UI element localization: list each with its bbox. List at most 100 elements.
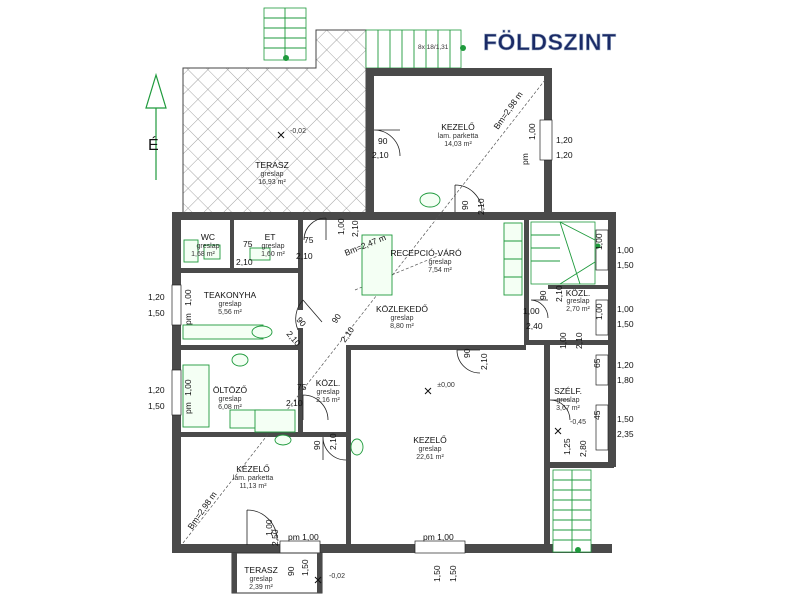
dim-oltozo-door-width: 75 bbox=[297, 382, 307, 392]
dim-kozlekedo-door-height: 2,10 bbox=[338, 325, 356, 345]
room-et-area: 1,60 m² bbox=[261, 251, 285, 258]
dim-bottom-window-b-pm: pm 1,00 bbox=[423, 532, 454, 542]
room-terasz-bottom-level: -0,02 bbox=[329, 573, 345, 580]
north-label: É bbox=[148, 135, 159, 154]
beam-line-long bbox=[182, 79, 546, 544]
dim-right-window-a1: 1,00 bbox=[617, 245, 634, 255]
room-teakonyha-area: 5,56 m² bbox=[218, 309, 242, 316]
room-kezelo-top-material: lam. parketta bbox=[438, 133, 479, 140]
dim-right-window-d-width: 45 bbox=[592, 410, 602, 420]
dim-kozl-door-b-height: 2,10 bbox=[554, 285, 564, 302]
room-terasz-bottom-area: 2,39 m² bbox=[249, 584, 273, 591]
room-kezelo-bottom-area: 11,13 m² bbox=[239, 483, 267, 490]
dim-right-window-a2: 1,50 bbox=[617, 260, 634, 270]
dim-teakonyha-window-a: 1,20 bbox=[148, 292, 165, 302]
room-kezelo-top-area: 14,03 m² bbox=[444, 141, 472, 148]
room-teakonyha-name: TEAKONYHA bbox=[204, 290, 257, 300]
dim-terrace-door-width: 90 bbox=[286, 566, 296, 576]
room-kezelo-main-level: ±0,00 bbox=[437, 382, 455, 389]
doors bbox=[246, 129, 571, 545]
room-terasz-top-area: 16,93 m² bbox=[258, 179, 286, 186]
room-wc-material: greslap bbox=[197, 243, 220, 250]
room-kozl-mid-material: greslap bbox=[317, 389, 340, 396]
dim-door-b-width: 90 bbox=[460, 200, 470, 210]
dim-door-c-height: 2,10 bbox=[350, 220, 360, 237]
dim-kezelo-door-height: 2,10 bbox=[479, 353, 489, 370]
dim-et-door-width: 75 bbox=[304, 235, 314, 245]
room-recepcio-area: 7,54 m² bbox=[428, 267, 452, 274]
dim-right-window-b2: 1,50 bbox=[617, 319, 634, 329]
room-szelf-area: 3,67 m² bbox=[556, 405, 580, 412]
dim-right-window-d2: 2,35 bbox=[617, 429, 634, 439]
dim-wc-door-height: 2,10 bbox=[236, 257, 253, 267]
room-teakonyha-material: greslap bbox=[219, 301, 242, 308]
room-terasz-bottom-name: TERASZ bbox=[244, 565, 278, 575]
dim-bottom-door-height: 2,50 bbox=[270, 529, 280, 546]
dim-right-window-d1: 1,50 bbox=[617, 414, 634, 424]
room-et-name: ET bbox=[265, 232, 276, 242]
windows bbox=[171, 119, 609, 554]
room-terasz-top-name: TERASZ bbox=[255, 160, 289, 170]
room-wc-name: WC bbox=[201, 232, 215, 242]
dim-right-window-a-width: 1,00 bbox=[594, 233, 604, 250]
dim-bottom-window-b1: 1,50 bbox=[432, 565, 442, 582]
room-oltozo-material: greslap bbox=[219, 396, 242, 403]
dim-kozl-door-c-height: 2,10 bbox=[574, 332, 584, 349]
dim-window-width: 1,00 bbox=[527, 123, 537, 140]
room-kozl-right-area: 2,70 m² bbox=[566, 306, 590, 313]
room-kezelo-bottom-material: lam. parketta bbox=[233, 475, 274, 482]
room-recepcio-name: RECEPCIÓ-VÁRÓ bbox=[390, 248, 462, 258]
room-kozlekedo-material: greslap bbox=[391, 315, 414, 322]
room-szelf-material: greslap bbox=[557, 397, 580, 404]
dim-kozl-door-height: 2,40 bbox=[526, 321, 543, 331]
page-title: FÖLDSZINT bbox=[483, 29, 617, 55]
dim-window-pm: pm bbox=[520, 153, 530, 165]
room-kozl-mid-area: 2,16 m² bbox=[316, 397, 340, 404]
dim-oltozo-window-a: 1,20 bbox=[148, 385, 165, 395]
dim-et-door-height: 2,10 bbox=[296, 251, 313, 261]
fixtures bbox=[182, 192, 601, 553]
room-kozlekedo-area: 8,80 m² bbox=[390, 323, 414, 330]
room-szelf-name: SZÉLF. bbox=[554, 386, 582, 396]
dim-wc-door-width: 75 bbox=[243, 239, 253, 249]
dim-kozl-door-width: 1,00 bbox=[523, 306, 540, 316]
room-terasz-bottom-material: greslap bbox=[250, 576, 273, 583]
room-kozl-mid-name: KÖZL. bbox=[316, 378, 341, 388]
room-oltozo-area: 6,08 m² bbox=[218, 404, 242, 411]
dim-door-height: 2,10 bbox=[372, 150, 389, 160]
dim-kozl-mid-door-height: 2,10 bbox=[328, 433, 338, 450]
dim-window-height-b: 1,20 bbox=[556, 150, 573, 160]
dim-right-window-c-width: 65 bbox=[592, 358, 602, 368]
dim-right-window-b1: 1,00 bbox=[617, 304, 634, 314]
north-arrow-icon bbox=[145, 72, 167, 180]
dim-teakonyha-window-pm: pm bbox=[183, 313, 193, 325]
stair-top-label: 8x 18/1,31 bbox=[418, 44, 449, 51]
dim-teakonyha-window-b: 1,50 bbox=[148, 308, 165, 318]
room-kozl-right-name: KÖZL. bbox=[566, 288, 591, 298]
room-kezelo-bottom-name: KÉZELŐ bbox=[236, 464, 270, 474]
dim-kozl-door-c-width: 1,00 bbox=[558, 332, 568, 349]
dim-oltozo-window-pm: pm bbox=[183, 402, 193, 414]
room-kezelo-top-name: KEZELŐ bbox=[441, 122, 475, 132]
room-kezelo-main-area: 22,61 m² bbox=[416, 454, 444, 461]
dim-beam-long-top: Bm=2,98 m bbox=[491, 90, 524, 132]
room-oltozo-name: ÖLTÖZŐ bbox=[213, 385, 248, 395]
dim-terrace-door-height: 1,50 bbox=[300, 559, 310, 576]
dim-teakonyha-window-width: 1,00 bbox=[183, 289, 193, 306]
dim-bottom-window-b2: 1,50 bbox=[448, 565, 458, 582]
dim-door-c-width: 1,00 bbox=[336, 218, 346, 235]
dim-kozl-door-b-width: 90 bbox=[538, 290, 548, 300]
dim-right-window-c2: 1,80 bbox=[617, 375, 634, 385]
dim-window-height-a: 1,20 bbox=[556, 135, 573, 145]
room-kozl-right-material: greslap bbox=[567, 298, 590, 305]
dim-beam-long-bottom: Bm=2,98 m bbox=[185, 490, 218, 532]
dim-door-width: 90 bbox=[378, 136, 388, 146]
exterior-stair-top bbox=[263, 7, 466, 69]
room-kezelo-main-material: greslap bbox=[419, 446, 442, 453]
dim-kozl-mid-door-width: 90 bbox=[312, 440, 322, 450]
dim-bottom-door-width: 1,00 bbox=[264, 519, 274, 536]
level-marker-icon bbox=[277, 131, 562, 584]
dim-kezelo-door-width: 90 bbox=[462, 348, 472, 358]
room-terasz-top-material: greslap bbox=[261, 171, 284, 178]
